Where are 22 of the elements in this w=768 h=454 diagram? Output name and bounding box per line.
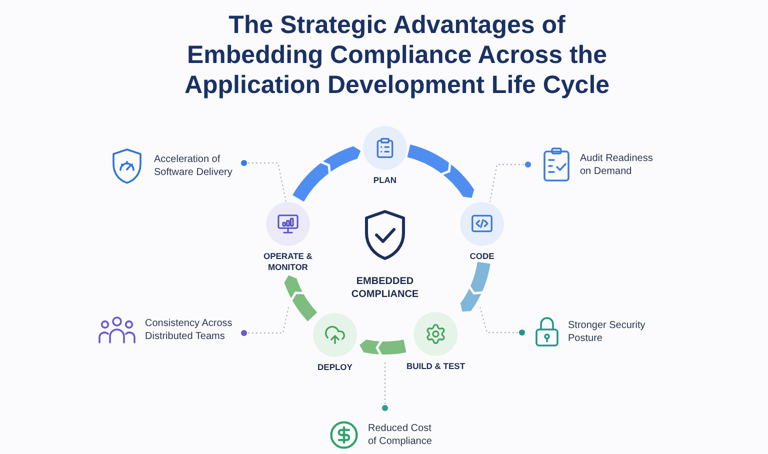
- cycle-arrow: [360, 339, 406, 354]
- benefit-text: Consistency Across Distributed Teams: [145, 317, 234, 343]
- cycle-arrow: [460, 261, 490, 312]
- stage-label: CODE: [470, 250, 494, 262]
- stage-label: BUILD & TEST: [406, 361, 466, 372]
- leader-line: [240, 160, 287, 202]
- leader-line: [382, 360, 388, 412]
- leader-line: [479, 306, 526, 336]
- benefit-text: Reduced Cost of Compliance: [368, 422, 433, 448]
- center-label: EMBEDDED COMPLIANCE: [350, 275, 420, 301]
- title: The Strategic Advantages of Embedding Compliance Across the Application Development Life Cycle: [183, 10, 611, 100]
- cycle-arrow: [292, 146, 361, 202]
- benefit-text: Stronger Security Posture: [568, 318, 646, 344]
- cycle-arrow: [406, 144, 474, 198]
- benefit-text: Acceleration of Software Delivery: [154, 153, 234, 179]
- stage-label: OPERATE & MONITOR: [262, 250, 314, 273]
- leader-line: [240, 304, 290, 336]
- benefit-text: Audit Readiness on Demand: [580, 152, 654, 178]
- leader-line: [489, 161, 532, 202]
- stage-label: DEPLOY: [318, 362, 352, 373]
- stage-label: PLAN: [373, 175, 397, 186]
- cycle-arrow: [284, 275, 318, 322]
